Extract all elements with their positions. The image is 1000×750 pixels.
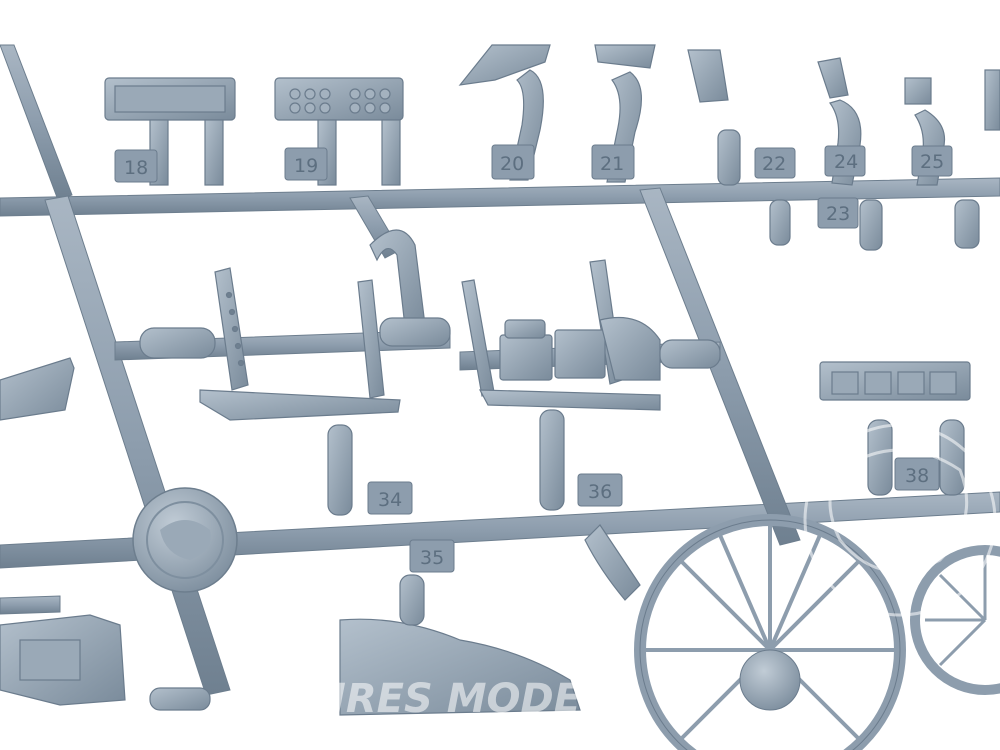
parts-cockpit (0, 229, 721, 516)
part-number-24: 24 (834, 151, 858, 173)
wheel-hub-right (910, 545, 1000, 695)
part-number-34: 34 (378, 489, 402, 511)
watermark-logo-icon (803, 423, 997, 617)
part-number-22: 22 (762, 153, 786, 175)
part-number-23: 23 (826, 203, 850, 225)
part-number-25: 25 (920, 151, 944, 173)
parts-lower (0, 524, 641, 716)
number-tabs-middle (367, 457, 940, 573)
number-tabs-top (114, 144, 953, 229)
part-number-18: 18 (124, 157, 148, 179)
part-number-labels: 18 19 20 21 22 23 24 25 34 35 36 38 (124, 151, 944, 569)
part-number-20: 20 (500, 153, 524, 175)
part-number-21: 21 (600, 153, 624, 175)
wheel-hub-center (634, 514, 906, 750)
part-number-36: 36 (588, 481, 612, 503)
runner-node (132, 487, 238, 593)
parts-row-top (104, 44, 1000, 251)
part-number-19: 19 (294, 155, 318, 177)
part-number-38: 38 (905, 465, 929, 487)
part-number-35: 35 (420, 547, 444, 569)
watermark-text: AIRES MODEL (297, 676, 607, 722)
